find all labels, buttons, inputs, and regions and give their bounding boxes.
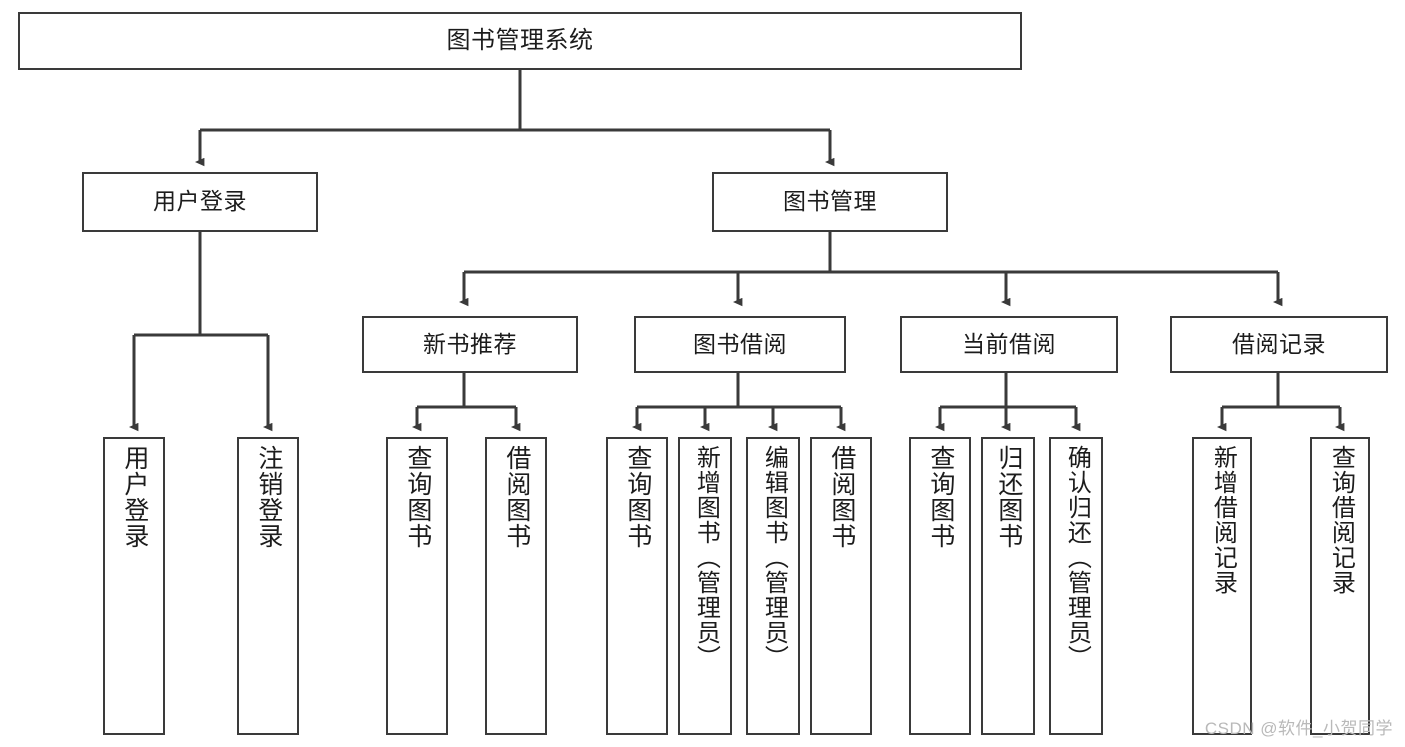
leaf-return-book[interactable]: 归还图书 [981,437,1035,735]
node-label: 归还图书 [994,445,1023,549]
leaf-query-book-current[interactable]: 查询图书 [909,437,971,735]
node-label: 借阅记录 [1232,330,1326,357]
leaf-edit-book[interactable]: 编辑图书（管理员） [746,437,800,735]
node-borrow-record[interactable]: 借阅记录 [1170,316,1388,373]
node-root-system[interactable]: 图书管理系统 [18,12,1022,70]
node-label: 查询借阅记录 [1327,445,1355,595]
node-label: 用户登录 [153,188,247,215]
node-label: 图书借阅 [693,330,787,357]
csdn-watermark: CSDN @软件_小贺同学 [1204,719,1393,738]
node-label: 图书管理系统 [446,26,594,54]
leaf-borrow-book-recommend[interactable]: 借阅图书 [485,437,547,735]
node-book-borrow[interactable]: 图书借阅 [634,316,846,373]
node-label: 借阅图书 [502,445,531,549]
node-new-book-recommend[interactable]: 新书推荐 [362,316,578,373]
leaf-confirm-return[interactable]: 确认归还（管理员） [1049,437,1103,735]
leaf-user-login[interactable]: 用户登录 [103,437,165,735]
node-label: 新书推荐 [423,330,517,357]
node-label: 查询图书 [623,445,652,549]
node-user-login[interactable]: 用户登录 [82,172,318,232]
leaf-query-borrow-record[interactable]: 查询借阅记录 [1310,437,1370,735]
leaf-query-book-recommend[interactable]: 查询图书 [386,437,448,735]
leaf-add-book[interactable]: 新增图书（管理员） [678,437,732,735]
node-book-manage[interactable]: 图书管理 [712,172,948,232]
leaf-logout-login[interactable]: 注销登录 [237,437,299,735]
node-label: 编辑图书（管理员） [760,445,788,670]
leaf-query-book-borrow[interactable]: 查询图书 [606,437,668,735]
leaf-borrow-book-borrow[interactable]: 借阅图书 [810,437,872,735]
node-label: 查询图书 [403,445,432,549]
node-label: 当前借阅 [962,330,1056,357]
node-label: 注销登录 [254,445,283,549]
node-label: 确认归还（管理员） [1063,445,1091,670]
node-label: 新增图书（管理员） [692,445,720,670]
node-label: 借阅图书 [827,445,856,549]
node-label: 新增借阅记录 [1209,445,1237,595]
node-current-borrow[interactable]: 当前借阅 [900,316,1118,373]
node-label: 用户登录 [120,445,149,549]
node-label: 查询图书 [926,445,955,549]
node-label: 图书管理 [783,188,877,215]
leaf-add-borrow-record[interactable]: 新增借阅记录 [1192,437,1252,735]
